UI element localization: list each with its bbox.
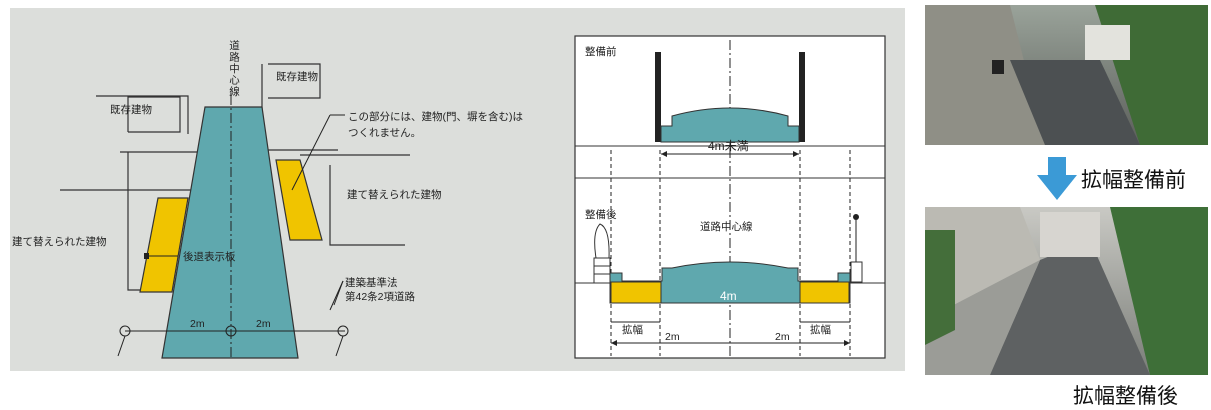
right-before-width: 4m未満 xyxy=(708,139,749,153)
caption-after: 拡幅整備後 xyxy=(1073,384,1178,408)
left-note-line1: この部分には、建物(門、塀を含む)は xyxy=(348,110,523,123)
left-existing-building-left: 既存建物 xyxy=(110,103,152,116)
right-after-width: 4m xyxy=(720,289,737,303)
right-widen-left: 拡幅 xyxy=(622,323,643,336)
right-centerline-label: 道路中心線 xyxy=(700,220,753,233)
left-dim-left: 2m xyxy=(190,318,205,330)
right-dim-right: 2m xyxy=(775,331,790,343)
left-law-line2: 第42条2項道路 xyxy=(345,290,416,303)
right-diagram: 整備前 4m未満 整備後 道路中心線 4m 拡幅 拡幅 2m 2m xyxy=(574,35,886,359)
left-existing-building-right: 既存建物 xyxy=(276,70,318,83)
down-arrow-icon xyxy=(1037,157,1077,200)
left-note-line2: つくれません。 xyxy=(348,127,421,139)
left-rebuilt-building-right: 建て替えられた建物 xyxy=(347,188,442,201)
right-widen-right: 拡幅 xyxy=(810,323,831,336)
left-law-line1: 建築基準法 xyxy=(345,276,398,289)
left-dim-right: 2m xyxy=(256,318,271,330)
photo-after xyxy=(925,207,1208,375)
right-dim-left: 2m xyxy=(665,331,680,343)
road-shape xyxy=(161,106,299,359)
right-before-label: 整備前 xyxy=(585,45,617,58)
left-setback-sign: 後退表示板 xyxy=(183,250,236,263)
left-rebuilt-building-left: 建て替えられた建物 xyxy=(12,235,107,248)
right-after-label: 整備後 xyxy=(585,208,617,221)
left-diagram: 道路中心線 既存建物 既存建物 この部分には、建物(門、塀を含む)は つくれませ… xyxy=(12,39,523,360)
caption-before: 拡幅整備前 xyxy=(1081,168,1186,192)
left-centerline-label: 道路中心線 xyxy=(228,39,240,97)
photo-before xyxy=(925,5,1208,145)
